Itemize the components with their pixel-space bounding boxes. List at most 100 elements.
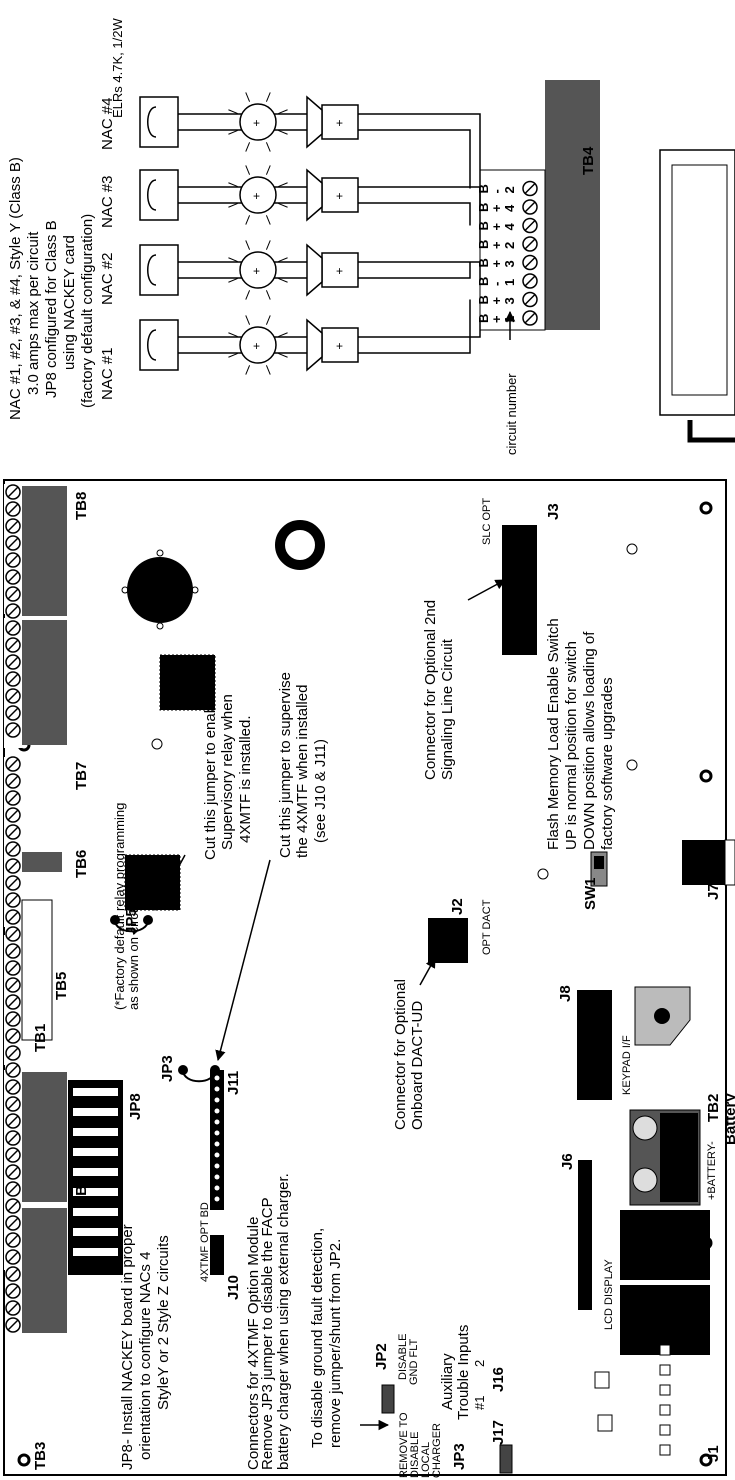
label-j16: J16 [490, 1367, 507, 1392]
label-jp3: JP3 [451, 1443, 468, 1470]
screw [5, 824, 21, 840]
nac-terminal-label: 2 [502, 242, 517, 249]
screw [5, 1232, 21, 1248]
jp6-arrow [215, 859, 271, 1062]
j11-pin [214, 1097, 220, 1103]
screw [5, 1028, 21, 1044]
jp8-pin [73, 1128, 118, 1136]
jp8-pin [73, 1088, 118, 1096]
j3-header [502, 525, 537, 655]
jp3-text-2: DISABLE [409, 1432, 421, 1478]
mount-hole [17, 1453, 31, 1467]
jp2-text-1: DISABLE [397, 1334, 409, 1380]
nac-terminal-label: B [476, 221, 491, 230]
screw [5, 688, 21, 704]
aux-trouble-2: Trouble Inputs [455, 1325, 472, 1420]
nac-header-5: (factory default configuration) [79, 214, 96, 408]
keypad-drawing [659, 149, 735, 443]
jp3-jumper [499, 1444, 513, 1474]
screw [5, 926, 21, 942]
j1-pins [659, 1344, 671, 1456]
svg-text:+: + [336, 189, 343, 203]
screw [5, 518, 21, 534]
nac-terminal-label: B [476, 295, 491, 304]
screw [5, 858, 21, 874]
control-board [3, 479, 735, 1476]
nac-terminal-screw [522, 254, 538, 271]
label-battery: Battery [722, 1093, 735, 1145]
nac-terminal-screw [522, 273, 538, 289]
nac-terminal-label: + [489, 204, 504, 212]
nac-terminal-label: 1 [502, 279, 517, 286]
screw [5, 1130, 21, 1146]
nac-terminal-label: 3 [502, 297, 517, 304]
screw [5, 603, 21, 619]
j10-header [210, 1235, 224, 1275]
screw [5, 1249, 21, 1265]
jp5-arrow [154, 854, 186, 911]
nac-terminal-label: 4 [502, 223, 517, 231]
screw [5, 535, 21, 551]
buzzer [127, 557, 193, 623]
svg-text:+: + [336, 339, 343, 353]
nac-terminal-screw [522, 236, 538, 252]
piezo [634, 986, 691, 1046]
label-tb3: TB3 [32, 1442, 49, 1470]
mount-hole [699, 1453, 713, 1467]
screw [5, 620, 21, 636]
nac-wiring-panel: B+1B+3B-1B+3B+2B+4B+4B-2 ++++++++ [139, 80, 735, 443]
slc-arrow [467, 579, 506, 601]
screw [5, 552, 21, 568]
nac-terminal-screw [522, 310, 538, 326]
svg-text:+: + [336, 116, 343, 130]
jp2-jumper [381, 1384, 395, 1414]
label-j10: J10 [225, 1275, 242, 1300]
jp6-cut-1: Cut this jumper to supervise [277, 672, 294, 858]
gnd-fault-2: remove jumper/shunt from JP2. [327, 1239, 344, 1448]
nac-label-1: NAC #1 [99, 347, 116, 400]
label-tb7: TB7 [73, 762, 90, 790]
j11-pin [214, 1119, 220, 1125]
jp8-pin [73, 1148, 118, 1156]
dact-2: Onboard DACT-UD [409, 1001, 426, 1130]
relay-note-1: (*Factory default relay programming [112, 803, 127, 1010]
j6-header [578, 1160, 592, 1310]
j1-pin [659, 1424, 671, 1436]
screw [5, 1096, 21, 1112]
screw [5, 1011, 21, 1027]
block [620, 1285, 710, 1355]
svg-text:+: + [336, 264, 343, 278]
screw [5, 1062, 21, 1078]
j11-pin [214, 1108, 220, 1114]
screw [5, 569, 21, 585]
jp6-cut-2: the 4XMTF when installed [294, 685, 311, 858]
circuit-number-label: circuit number [504, 373, 519, 455]
label-tb1: TB1 [32, 1024, 49, 1052]
jp6-cut-3: (see J10 & J11) [312, 739, 329, 843]
block [620, 1210, 710, 1280]
mount-hole [699, 769, 713, 783]
j11-pin [214, 1075, 220, 1081]
svg-text:+: + [253, 116, 260, 130]
nac-terminal-label: 2 [502, 186, 517, 193]
tb8-block [22, 486, 67, 616]
flash-2: UP is normal position for switch [563, 641, 580, 850]
nac-terminal-label: + [489, 297, 504, 305]
jp5-cut-3: 4XMTF is installed. [237, 715, 254, 843]
nac-terminal-screw [522, 217, 538, 234]
j1-pin [659, 1444, 671, 1456]
screw [5, 1215, 21, 1231]
label-opt-bd: 4XTMF OPT BD [199, 1202, 211, 1282]
relay-note-2: as shown on circuit board) [126, 858, 141, 1010]
label-jp6: JP3 [159, 1055, 176, 1082]
j8-header [577, 990, 612, 1100]
j1-pin [659, 1364, 671, 1376]
jp2-text-2: GND FLT [408, 1338, 420, 1385]
nac-terminal-screw [522, 180, 538, 197]
nac-terminal-label: + [489, 241, 504, 249]
label-j6: J6 [559, 1153, 576, 1170]
j1-pin [659, 1344, 671, 1356]
nac-label-4: NAC #4 [99, 97, 116, 150]
svg-text:+: + [253, 339, 260, 353]
